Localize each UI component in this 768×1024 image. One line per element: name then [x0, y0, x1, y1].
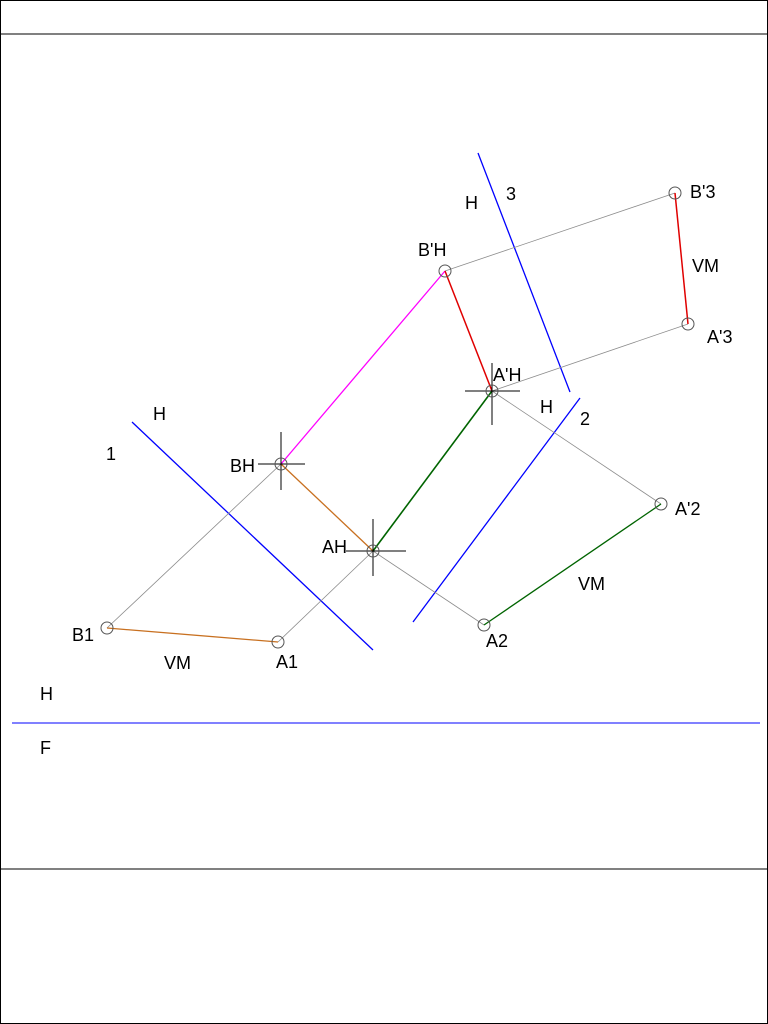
- segment-b1-a1: [106, 627, 279, 643]
- label-a3-prime: A'3: [707, 327, 732, 347]
- segment-a2-a2p: [483, 503, 662, 626]
- point-aph: [485, 384, 499, 398]
- label-fold1-number: 1: [106, 444, 116, 464]
- label-hf-f: F: [40, 738, 51, 758]
- label-hf-h: H: [40, 684, 53, 704]
- label-a2-prime: A'2: [675, 499, 700, 519]
- projector-a1-ah: [277, 550, 374, 643]
- point-bph: [438, 264, 452, 278]
- projector-ah-a2: [372, 550, 485, 626]
- label-b-prime-h: B'H: [418, 240, 446, 260]
- point-b3p: [668, 186, 682, 200]
- fold-line-2: [412, 397, 581, 623]
- point-ah: [366, 544, 380, 558]
- crosshair-ah: [346, 519, 406, 576]
- projector-aph-a3p: [491, 323, 689, 392]
- crosshair-aph: [465, 363, 520, 425]
- label-vm-3: VM: [692, 256, 719, 276]
- projector-b1-bh: [106, 463, 282, 629]
- segment-ah-aph: [372, 390, 493, 552]
- segment-bh-ah: [280, 463, 374, 552]
- point-a2: [477, 618, 491, 632]
- point-a3p: [681, 317, 695, 331]
- label-a1: A1: [276, 652, 298, 672]
- segment-b3p-a3p: [674, 192, 689, 325]
- point-bh: [274, 457, 288, 471]
- label-fold2-h: H: [540, 397, 553, 417]
- point-a2p: [654, 497, 668, 511]
- segment-bh-bph: [280, 270, 446, 465]
- label-b3-prime: B'3: [690, 182, 715, 202]
- label-vm-1: VM: [164, 653, 191, 673]
- label-fold3-number: 3: [506, 184, 516, 204]
- label-a-prime-h: A'H: [493, 365, 521, 385]
- label-fold2-number: 2: [580, 409, 590, 429]
- projector-aph-a2p: [491, 390, 662, 505]
- label-ah: AH: [322, 537, 347, 557]
- point-b1: [100, 621, 114, 635]
- projector-bph-b3p: [444, 192, 676, 272]
- label-b1: B1: [72, 625, 94, 645]
- label-fold1-h: H: [153, 404, 166, 424]
- label-bh: BH: [230, 456, 255, 476]
- label-a2: A2: [486, 631, 508, 651]
- fold-line-3: [477, 152, 571, 393]
- label-fold3-h: H: [465, 193, 478, 213]
- crosshair-bh: [258, 432, 305, 490]
- point-a1: [271, 635, 285, 649]
- segment-bph-aph: [444, 270, 493, 392]
- label-vm-2: VM: [578, 574, 605, 594]
- fold-line-1: [131, 421, 374, 651]
